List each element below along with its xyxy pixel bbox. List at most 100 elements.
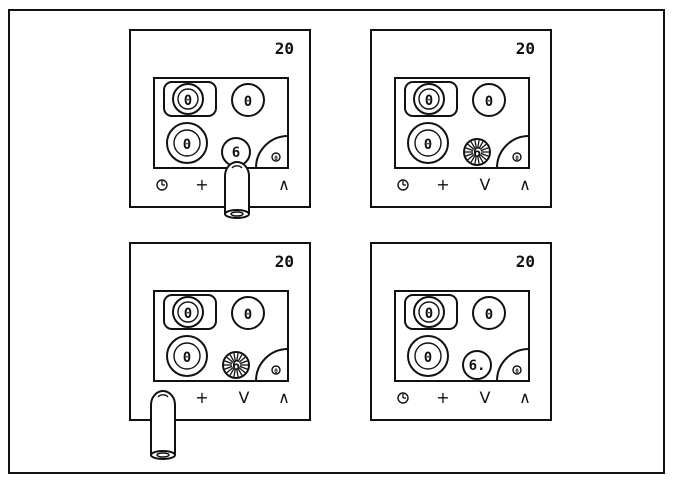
flash-ray: [477, 155, 480, 164]
zone-4-level: 6: [232, 359, 240, 374]
flash-ray: [238, 356, 246, 363]
zone-ring-inner: [414, 342, 442, 370]
zone-ring-inner: [177, 301, 199, 323]
control-key: +: [195, 175, 208, 194]
corner-zone-arc: [255, 135, 289, 169]
zone-ring-flashing: [463, 138, 491, 166]
zone-3-level: 0: [183, 137, 191, 153]
zone-frame: [404, 81, 458, 117]
zone-2-level: 0: [485, 307, 493, 323]
zone-ring-inner: [414, 129, 442, 157]
zone-3-level: 0: [424, 350, 432, 366]
control-key: +: [436, 175, 449, 194]
control-key: +: [436, 388, 449, 407]
zone-ring-outer: [172, 296, 204, 328]
corner-zone-symbol: 0: [515, 368, 519, 375]
zone-ring: [231, 83, 265, 117]
hob-field: [153, 290, 289, 382]
flash-ray: [233, 368, 236, 377]
zone-ring-outer: [407, 122, 449, 164]
zone-1-level: 0: [425, 306, 433, 322]
timer-icon: [397, 179, 409, 191]
flash-ray: [467, 154, 475, 161]
zone-ring-inner: [173, 129, 201, 157]
flash-ray: [470, 155, 476, 163]
flash-ray: [239, 365, 248, 370]
control-key: ∧: [519, 175, 531, 194]
zone-1-level: 0: [184, 93, 192, 109]
timer-icon: [397, 392, 409, 404]
zone-frame: [404, 294, 458, 330]
zone-3-level: 0: [183, 350, 191, 366]
zone-ring: [462, 350, 492, 380]
zone-ring-outer: [413, 296, 445, 328]
flash-ray: [238, 367, 246, 374]
control-key: V: [480, 175, 491, 194]
corner-zone-symbol: 0: [274, 155, 278, 162]
display-readout: 20: [516, 252, 535, 271]
flash-ray: [470, 141, 476, 149]
zone-ring-flashing: [222, 351, 250, 379]
zone-ring-outer: [166, 335, 208, 377]
hob-field: [394, 77, 530, 169]
zone-ring-inner: [418, 301, 440, 323]
flash-ray: [474, 140, 477, 149]
finger-base: [150, 450, 176, 460]
flash-ray: [239, 360, 248, 365]
flash-ray: [467, 143, 475, 150]
zone-ring-outer: [172, 83, 204, 115]
zone-frame: [163, 81, 217, 117]
timer-icon: [156, 179, 168, 191]
flash-ray: [465, 147, 474, 152]
zone-4-level: 6: [232, 145, 240, 161]
zone-3-level: 0: [424, 137, 432, 153]
zone-1-level: 0: [184, 306, 192, 322]
flash-ray: [229, 354, 235, 362]
flash-ray: [478, 155, 484, 163]
finger-base-inner: [230, 211, 244, 217]
panel-outline: [370, 29, 552, 208]
zone-2-level: 0: [244, 94, 252, 110]
zone-frame: [163, 294, 217, 330]
panel-outline: [370, 242, 552, 421]
corner-zone-symbol: 0: [274, 368, 278, 375]
zone-ring-outer: [166, 122, 208, 164]
flash-ray: [233, 353, 236, 362]
flash-ray: [236, 368, 239, 377]
flash-ray: [226, 367, 234, 374]
flash-ray: [237, 354, 243, 362]
flash-ray: [479, 143, 487, 150]
finger-icon: [150, 390, 176, 460]
corner-zone-ring: [512, 152, 522, 162]
control-key: ∧: [278, 175, 290, 194]
flash-ray: [224, 365, 233, 370]
flash-ray: [479, 154, 487, 161]
panel-outline: [129, 242, 311, 421]
corner-zone-arc: [496, 348, 530, 382]
finger-nail: [157, 394, 169, 398]
corner-zone-ring: [271, 365, 281, 375]
flash-ray: [237, 368, 243, 376]
finger-outline: [150, 390, 176, 455]
hob-field: [153, 77, 289, 169]
corner-zone-ring: [512, 365, 522, 375]
zone-ring: [231, 296, 265, 330]
zone-4-level: 6.: [469, 358, 486, 374]
zone-ring: [472, 296, 506, 330]
flash-ray: [465, 152, 474, 157]
control-key: +: [195, 388, 208, 407]
diagram-frame: [8, 9, 665, 474]
corner-zone-arc: [496, 135, 530, 169]
flash-ray: [478, 141, 484, 149]
flash-ray: [224, 360, 233, 365]
display-readout: 20: [516, 39, 535, 58]
zone-ring-inner: [173, 342, 201, 370]
zone-ring-outer: [407, 335, 449, 377]
flash-ray: [226, 356, 234, 363]
zone-ring-outer: [413, 83, 445, 115]
flash-ray: [480, 152, 489, 157]
